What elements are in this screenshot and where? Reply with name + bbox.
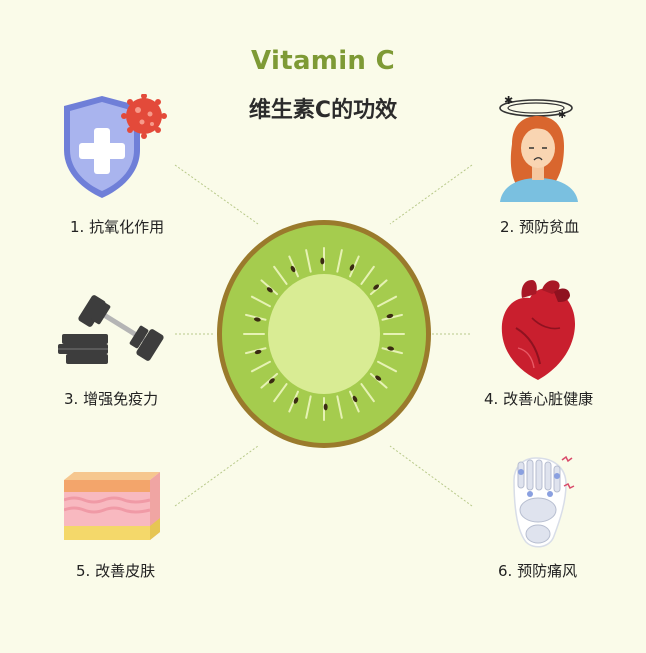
kiwi-seed — [352, 395, 358, 403]
kiwi-seed — [375, 375, 382, 381]
kiwi-seed — [386, 313, 394, 319]
dizzy-woman-icon: ✱ ✱ — [499, 94, 578, 202]
foot-bones-icon — [513, 455, 575, 548]
kiwi-ray — [360, 383, 375, 403]
benefit-label-2: 2. 预防贫血 — [500, 218, 580, 236]
kiwi-seed — [266, 287, 273, 293]
page-subtitle: 维生素C的功效 — [248, 98, 398, 123]
connector-line-1 — [174, 164, 259, 225]
kiwi-ray — [381, 313, 403, 321]
benefit-label-3: 3. 增强免疫力 — [64, 390, 159, 408]
kiwi-ray — [336, 395, 343, 419]
shield-virus-icon — [64, 94, 167, 198]
benefit-label-1: 1. 抗氧化作用 — [70, 218, 165, 236]
heart-icon — [501, 280, 576, 380]
kiwi-ray — [245, 313, 267, 321]
kiwi-ray — [336, 249, 343, 273]
kiwi-seed — [349, 264, 355, 271]
kiwi-ray — [349, 255, 360, 278]
kiwi-ray — [288, 390, 299, 413]
kiwi-seed — [323, 403, 328, 411]
kiwi-ray — [250, 295, 271, 308]
kiwi-seed — [387, 346, 395, 351]
kiwi-ray — [305, 249, 312, 273]
kiwi-ray — [381, 347, 403, 355]
kiwi-ray — [349, 390, 360, 413]
kiwi-seed — [253, 317, 261, 322]
svg-text:✱: ✱ — [504, 94, 513, 107]
skin-layers-icon — [64, 472, 160, 540]
kiwi-ray — [360, 265, 375, 285]
benefit-label-5: 5. 改善皮肤 — [76, 562, 156, 580]
kiwi-seed — [373, 284, 380, 290]
kiwi-slice-icon — [217, 220, 431, 448]
kiwi-ray — [273, 265, 288, 285]
kiwi-ray — [369, 372, 388, 389]
connector-line-5 — [174, 445, 259, 507]
kiwi-seed — [293, 397, 299, 404]
kiwi-ray — [288, 255, 299, 278]
kiwi-seed — [320, 257, 325, 265]
connector-line-6 — [389, 445, 473, 507]
kiwi-seed — [268, 378, 275, 384]
kiwi-ray — [377, 295, 398, 308]
kiwi-ray — [273, 383, 288, 403]
kiwi-ray — [245, 347, 267, 355]
kiwi-ray — [305, 395, 312, 419]
kiwi-ray — [377, 360, 398, 373]
dumbbell-icon — [58, 295, 164, 364]
benefit-label-4: 4. 改善心脏健康 — [484, 390, 594, 408]
connector-line-2 — [389, 164, 473, 225]
page-title: Vitamin C — [251, 46, 395, 76]
kiwi-seed — [254, 349, 262, 355]
kiwi-ray — [369, 279, 388, 296]
kiwi-ray — [260, 279, 279, 296]
kiwi-ray — [260, 372, 279, 389]
svg-text:✱: ✱ — [558, 110, 566, 121]
benefit-label-6: 6. 预防痛风 — [498, 562, 578, 580]
kiwi-seed — [290, 265, 296, 273]
kiwi-ray — [250, 360, 271, 373]
